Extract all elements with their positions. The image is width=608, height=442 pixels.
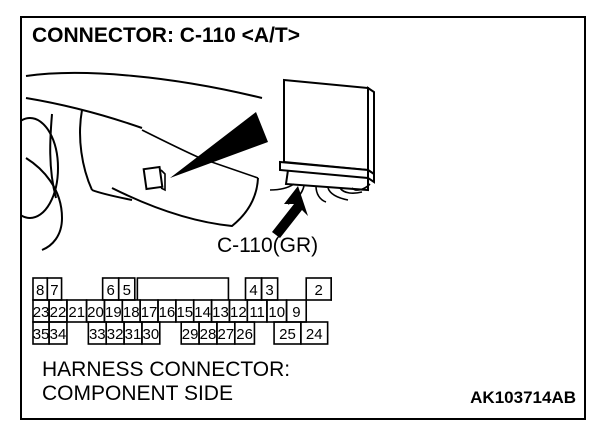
pin-label-4: 4: [249, 282, 257, 299]
figure-code: AK103714AB: [470, 388, 576, 407]
pin-cell-30: [141, 321, 161, 345]
caption-component-side: COMPONENT SIDE: [42, 382, 233, 405]
pin-label-15: 15: [176, 304, 193, 321]
pin-label-11: 11: [249, 304, 265, 321]
pin-label-30: 30: [143, 326, 160, 343]
pin-label-2: 2: [315, 282, 323, 299]
pin-label-5: 5: [123, 282, 131, 299]
pin-label-18: 18: [123, 304, 140, 321]
pin-label-34: 34: [50, 326, 67, 343]
pin-label-17: 17: [141, 304, 158, 321]
pin-label-6: 6: [107, 282, 115, 299]
pin-label-8: 8: [36, 282, 44, 299]
pin-label-35: 35: [33, 326, 50, 343]
pin-label-10: 10: [268, 304, 285, 321]
connector-callout-label: C-110(GR): [217, 234, 319, 257]
pin-label-33: 33: [89, 326, 106, 343]
pin-label-27: 27: [218, 326, 235, 343]
diagram-frame: CONNECTOR: C-110 <A/T> C-110(GR): [20, 16, 586, 420]
pin-label-13: 13: [212, 304, 229, 321]
pin-label-14: 14: [194, 304, 211, 321]
connector-housing-outline: [136, 277, 230, 300]
dashboard-illustration: [22, 71, 375, 251]
pin-label-31: 31: [125, 326, 142, 343]
pin-label-12: 12: [230, 304, 247, 321]
pin-label-32: 32: [107, 326, 124, 343]
pin-label-19: 19: [105, 304, 122, 321]
caption-harness-connector: HARNESS CONNECTOR:: [42, 358, 291, 381]
pin-label-23: 23: [33, 304, 50, 321]
pin-cell-24: [300, 321, 329, 345]
pin-label-26: 26: [236, 326, 253, 343]
pin-label-16: 16: [159, 304, 176, 321]
connector-title: CONNECTOR: C-110 <A/T>: [32, 24, 301, 47]
pin-label-9: 9: [292, 304, 300, 321]
pin-label-22: 22: [50, 304, 67, 321]
pin-cell-26: [233, 321, 256, 345]
pin-cell-34: [48, 321, 68, 345]
pin-label-20: 20: [87, 304, 104, 321]
pin-cell-1: [330, 277, 332, 301]
pin-label-24: 24: [306, 326, 323, 343]
pin-label-28: 28: [200, 326, 217, 343]
pin-label-21: 21: [68, 304, 85, 321]
connector-pinout: 8765432123222120191817161514131211109353…: [32, 277, 332, 345]
pin-grid: 8765432123222120191817161514131211109353…: [32, 277, 332, 345]
pin-label-7: 7: [50, 282, 58, 299]
pin-label-29: 29: [182, 326, 199, 343]
pin-label-25: 25: [279, 326, 296, 343]
pin-label-3: 3: [265, 282, 273, 299]
